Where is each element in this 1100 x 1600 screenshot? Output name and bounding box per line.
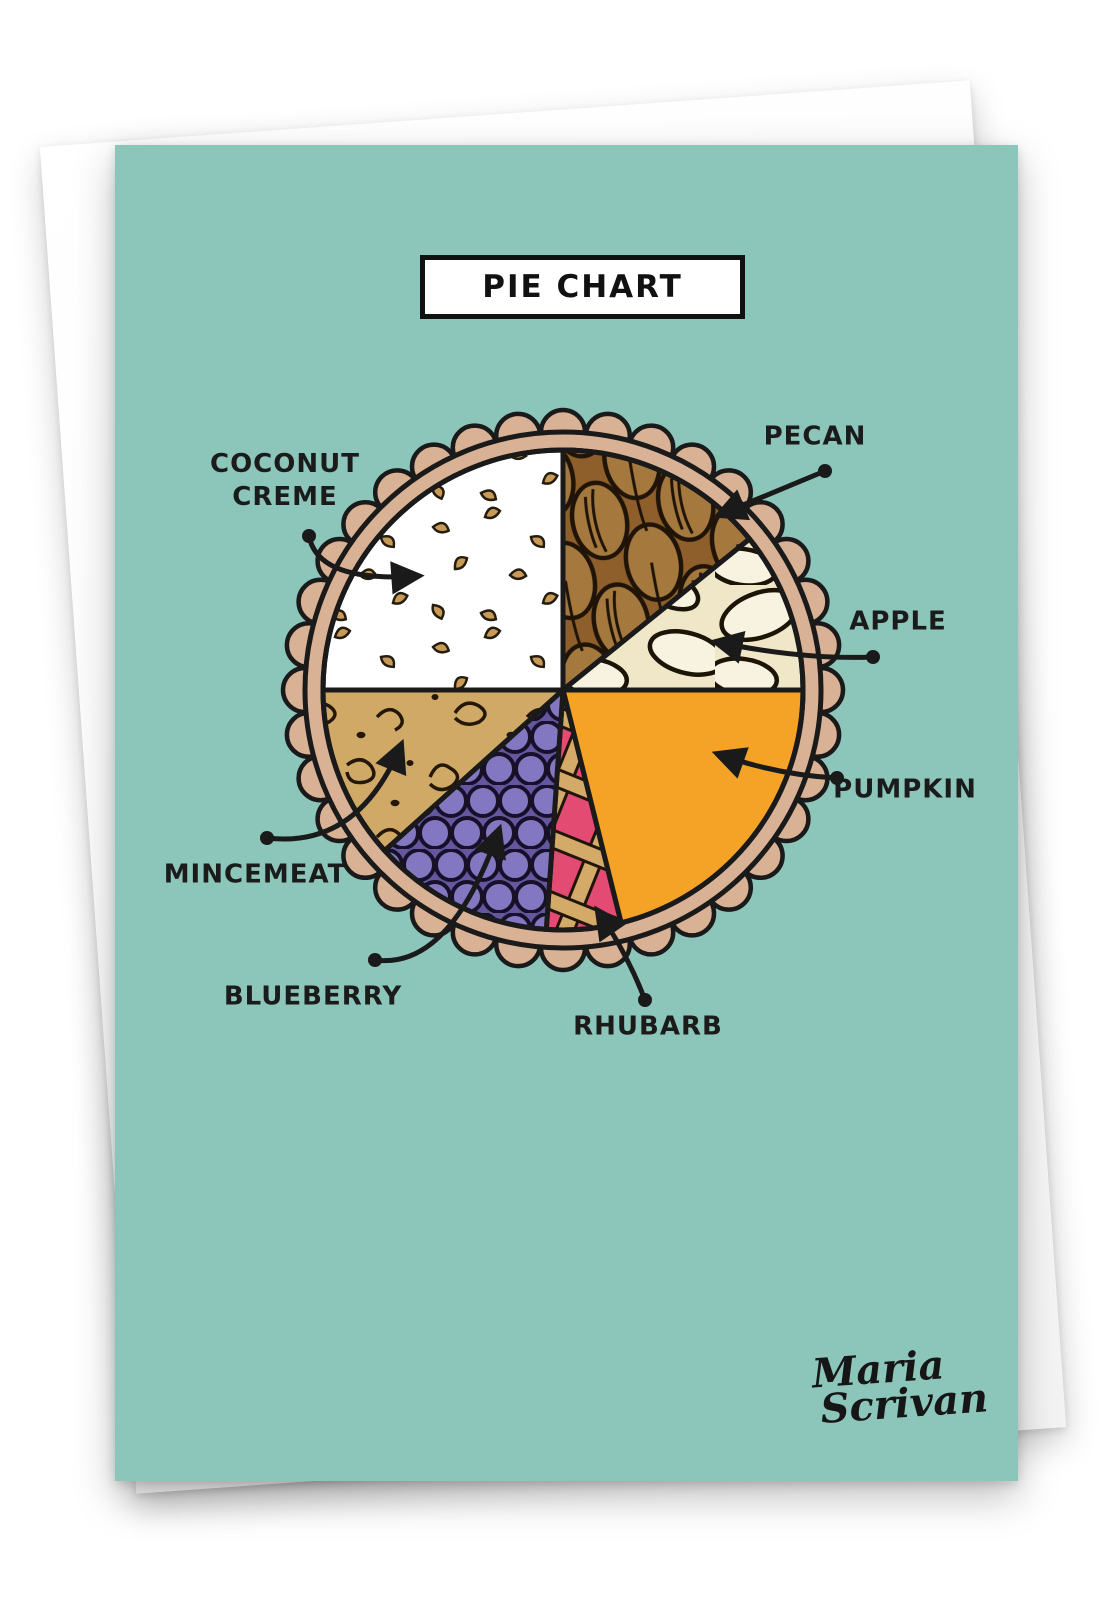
slice-label-pecan: PECAN bbox=[763, 421, 867, 452]
slice-label-apple: APPLE bbox=[849, 606, 947, 637]
slice-label-pumpkin: PUMPKIN bbox=[833, 774, 977, 805]
pie-chart bbox=[260, 407, 880, 1007]
pie-filling-outline bbox=[320, 447, 806, 933]
leader-mincemeat bbox=[264, 738, 407, 842]
leader-pecan bbox=[712, 468, 828, 521]
leader-apple bbox=[709, 630, 876, 664]
slice-label-rhubarb: RHUBARB bbox=[573, 1011, 723, 1042]
pie-slices bbox=[320, 447, 806, 933]
slice-label-mincemeat: MINCEMEAT bbox=[163, 859, 347, 890]
leader-blueberry bbox=[372, 823, 506, 964]
label-leader-lines bbox=[264, 468, 876, 1003]
chart-title-box: PIE CHART bbox=[420, 255, 745, 319]
leader-coconut-creme bbox=[306, 533, 425, 595]
leader-rhubarb bbox=[594, 905, 648, 1003]
leader-dots bbox=[260, 464, 880, 1007]
slice-label-blueberry: BLUEBERRY bbox=[223, 981, 403, 1012]
greeting-card: PIE CHART bbox=[115, 145, 1018, 1481]
slice-label-coconut-creme: COCONUT CREME bbox=[210, 449, 360, 512]
leader-pumpkin bbox=[711, 747, 840, 781]
chart-title: PIE CHART bbox=[482, 269, 683, 305]
